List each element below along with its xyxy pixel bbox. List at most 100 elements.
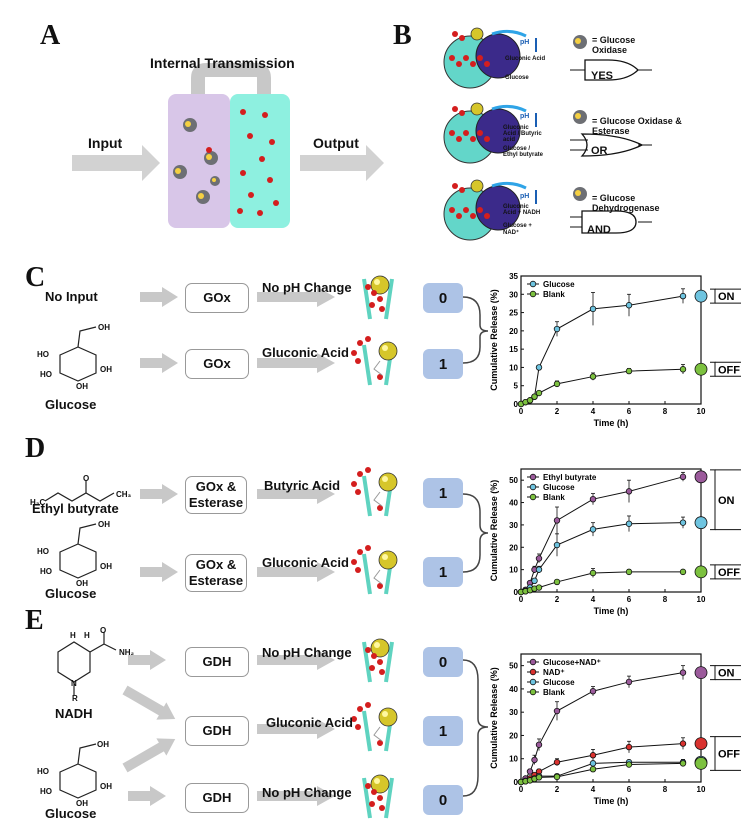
e-glu-oh1: OH [100, 782, 112, 791]
legend-label: Ethyl butyrate [543, 473, 597, 482]
data-point [526, 768, 534, 775]
legend-marker [529, 688, 537, 696]
data-point [531, 577, 538, 585]
c-input-no-input: No Input [45, 289, 98, 304]
y-tick-label: 50 [509, 662, 518, 671]
data-point [589, 495, 597, 503]
d-enzyme-box-2: GOx & Esterase [185, 554, 247, 592]
pore-wall [362, 344, 372, 386]
panel-letter-a: A [40, 20, 61, 51]
legend-label: NAD⁺ [543, 668, 565, 677]
data-point [589, 765, 597, 773]
state-label: ON [718, 495, 735, 507]
y-tick-label: 40 [509, 685, 518, 694]
state-marker [694, 737, 708, 750]
state-label: OFF [718, 748, 740, 760]
flow-graphic [44, 275, 489, 819]
x-tick-label: 0 [519, 785, 524, 794]
state-label: OFF [718, 567, 740, 579]
input-arrow [72, 145, 160, 181]
panel-letter-c: C [25, 262, 46, 293]
state-marker [694, 666, 708, 680]
legend-marker [529, 483, 537, 491]
b-row1-substrate: Glucose [505, 75, 529, 81]
data-point [679, 760, 687, 767]
d-input-glucose: Glucose [45, 586, 97, 601]
b-row3-gate: AND [587, 224, 611, 236]
ph-arrow [491, 29, 527, 38]
ph-arrow [491, 104, 527, 113]
y-tick-label: 20 [509, 543, 518, 552]
x-axis-label: Time (h) [594, 418, 629, 428]
state-label: ON [718, 668, 735, 680]
b-row2-gate: OR [591, 145, 608, 157]
data-point [679, 366, 687, 373]
data-point [625, 743, 633, 751]
legend-marker [529, 473, 537, 481]
b-row1-product: Gluconic Acid [505, 56, 546, 62]
data-point [535, 566, 543, 573]
panel-letter-b: B [393, 20, 412, 51]
d-eb-ch3: CH₃ [116, 490, 132, 499]
b-row3-ph: pH [520, 193, 530, 200]
x-tick-label: 6 [627, 595, 632, 604]
data-point [625, 520, 633, 527]
data-point [535, 774, 543, 781]
or-gate [580, 133, 644, 157]
c-enzyme-box-1: GOx [185, 283, 249, 313]
data-point [625, 678, 633, 686]
pore-wall [362, 553, 372, 595]
b-row2-ph: pH [520, 113, 530, 120]
b-row3-product: Gluconic Acid + NADH [503, 204, 541, 216]
pore-wall [362, 641, 372, 683]
c-input-glucose: Glucose [45, 397, 97, 412]
legend-label: Blank [543, 493, 565, 502]
y-tick-label: 10 [509, 566, 518, 575]
y-tick-label: 5 [514, 382, 519, 391]
x-tick-label: 4 [591, 595, 596, 604]
yes-gate [584, 59, 639, 81]
x-tick-label: 4 [591, 785, 596, 794]
c-glu-oh2: OH [100, 365, 112, 374]
e-output-1: 0 [423, 647, 463, 677]
data-point [679, 473, 687, 481]
y-tick-label: 40 [509, 499, 518, 508]
y-tick-label: 50 [509, 476, 518, 485]
d-glu-oh3: OH [76, 579, 88, 588]
data-point [535, 555, 543, 562]
gate-particle [378, 472, 398, 492]
x-axis-label: Time (h) [594, 606, 629, 616]
data-point [625, 367, 633, 375]
legend-marker [529, 658, 537, 666]
state-bracket [710, 469, 716, 531]
legend-label: Glucose [543, 678, 575, 687]
pore-wall [384, 278, 394, 320]
data-point [553, 773, 561, 781]
data-point [679, 292, 687, 300]
c-glu-oh1: OH [98, 323, 110, 332]
data-point [553, 541, 561, 549]
y-tick-label: 0 [514, 778, 519, 787]
series-line [520, 368, 684, 405]
y-tick-label: 30 [509, 708, 518, 717]
b-row1-enzyme: = Glucose Oxidase [592, 35, 636, 55]
x-tick-label: 4 [591, 407, 596, 416]
x-axis-label: Time (h) [594, 796, 629, 806]
ph-arrow [491, 181, 527, 190]
plot-frame [520, 275, 702, 405]
d-output-1: 1 [423, 478, 463, 508]
e-glu-oh: OH [97, 740, 109, 749]
plot-frame [520, 468, 702, 593]
input-label: Input [88, 135, 123, 151]
data-point [625, 568, 633, 576]
data-point [535, 584, 543, 591]
y-tick-label: 15 [509, 345, 518, 354]
e-enzyme-box-3: GDH [185, 783, 249, 813]
plot-frame [520, 653, 702, 783]
e-nadh-r: R [72, 694, 78, 703]
pore-wall [384, 777, 394, 819]
c-enzyme-box-2: GOx [185, 349, 249, 379]
data-point [589, 569, 597, 577]
